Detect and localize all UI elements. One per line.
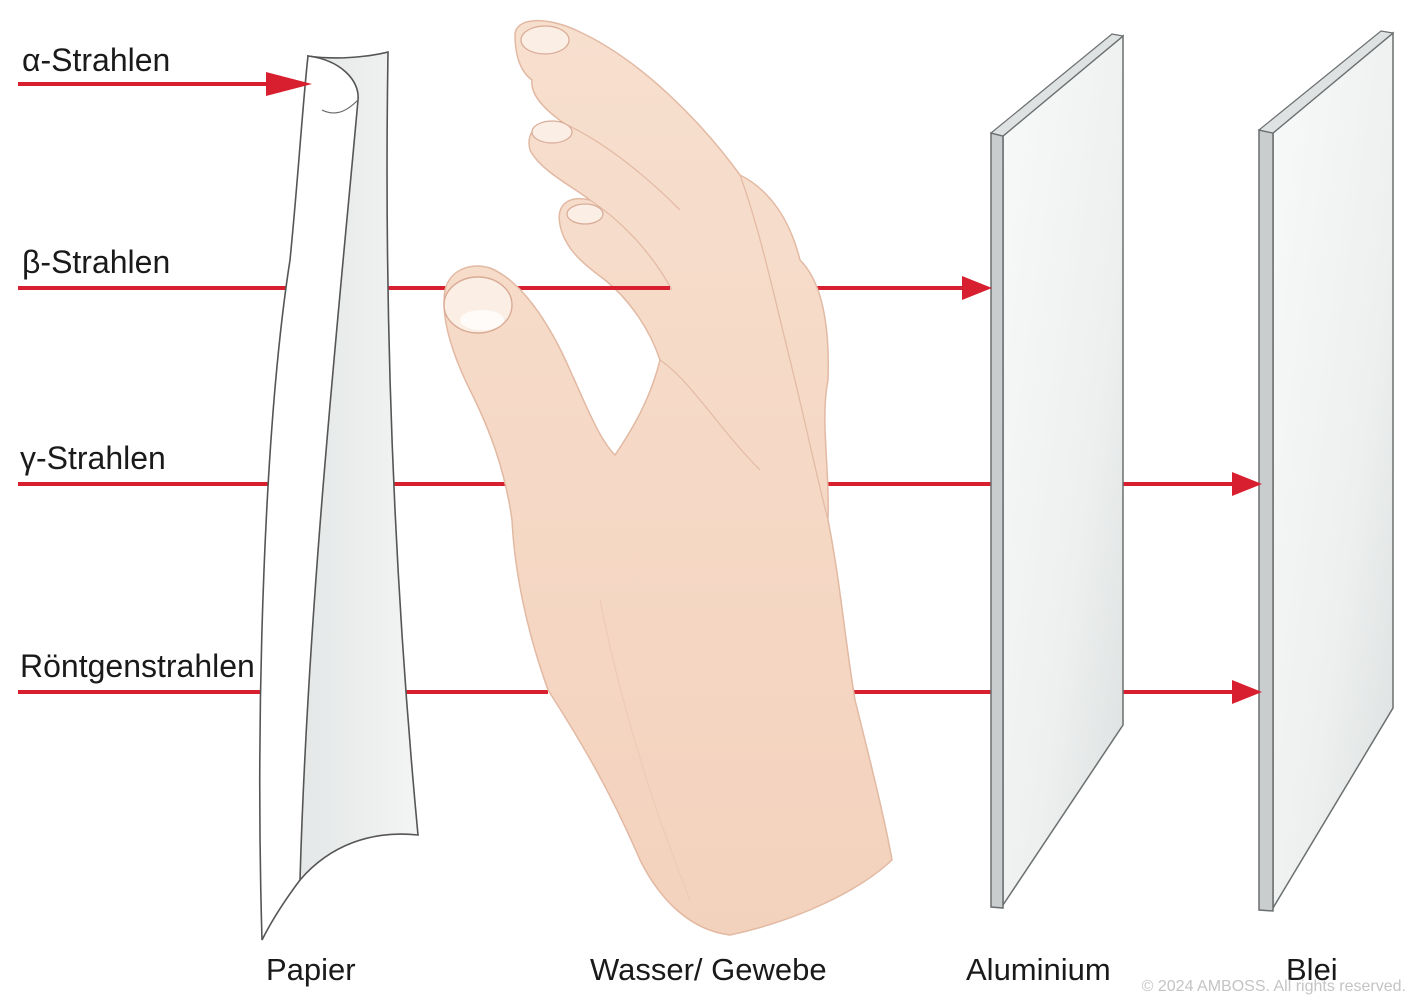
arrowhead-xray xyxy=(1232,680,1262,704)
ray-line-beta-overlay xyxy=(540,286,670,290)
arrowhead-alpha xyxy=(266,72,312,96)
arrowhead-beta xyxy=(962,276,992,300)
ray-label-gamma: γ-Strahlen xyxy=(20,440,166,476)
ray-label-alpha: α-Strahlen xyxy=(22,42,171,78)
copyright-notice: © 2024 AMBOSS. All rights reserved. xyxy=(1141,978,1406,995)
lead-plate xyxy=(1257,30,1395,912)
material-label-paper: Papier xyxy=(266,952,356,987)
ray-line-alpha xyxy=(18,72,312,96)
paper-sheet xyxy=(259,50,419,941)
arrowhead-gamma xyxy=(1232,472,1262,496)
ray-label-xray: Röntgenstrahlen xyxy=(20,648,255,684)
ray-label-beta: β-Strahlen xyxy=(22,244,171,280)
material-label-aluminium: Aluminium xyxy=(966,952,1111,987)
material-label-lead: Blei xyxy=(1286,952,1338,987)
hand-tissue xyxy=(443,20,893,936)
ray-line-xray xyxy=(18,690,1236,694)
aluminium-plate xyxy=(989,33,1125,909)
ray-line-gamma xyxy=(18,482,1236,486)
material-label-tissue: Wasser/ Gewebe xyxy=(590,952,827,987)
